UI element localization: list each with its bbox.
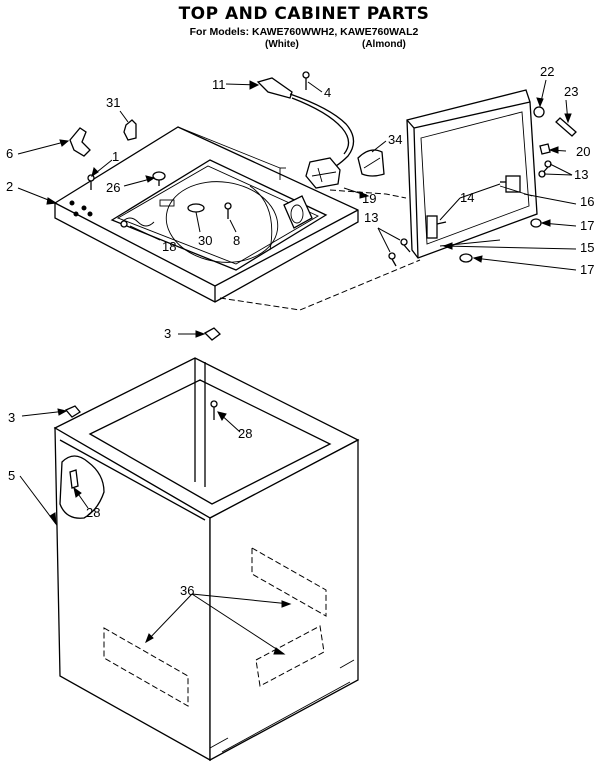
assembly-line	[219, 259, 421, 311]
clip-part-31	[123, 119, 137, 141]
variant-almond-label: (Almond)	[362, 39, 406, 50]
bumper-part-30	[187, 203, 205, 213]
callout-2: 2	[6, 179, 13, 194]
callout-11: 11	[212, 77, 226, 92]
callout-34: 34	[388, 132, 402, 147]
plug-part-26	[152, 171, 166, 186]
pin-part-23	[555, 117, 577, 137]
clip-part-3	[64, 327, 221, 418]
callout-1: 1	[112, 149, 119, 164]
callout-31: 31	[106, 95, 120, 110]
callout-3: 3	[164, 326, 171, 341]
washer-top-part	[54, 126, 359, 303]
callout-20: 20	[576, 144, 590, 159]
callout-28: 28	[86, 505, 100, 520]
callout-18: 18	[162, 239, 176, 254]
spring-part-18	[120, 217, 155, 228]
screw-part-8	[224, 202, 232, 219]
cabinet-part-5	[53, 357, 360, 762]
lid-switch-harness-part-11	[256, 77, 355, 189]
callout-23: 23	[564, 84, 578, 99]
callout-36: 36	[180, 583, 194, 598]
model-numbers: For Models: KAWE760WWH2, KAWE760WAL2	[189, 26, 419, 38]
nut-part-22	[533, 106, 545, 118]
switch-cover-part-34	[357, 149, 385, 177]
callout-19: 19	[362, 191, 376, 206]
callout-13: 13	[574, 167, 588, 182]
bracket-part-20	[539, 143, 551, 155]
screw-part-1	[87, 174, 95, 190]
hinge-clip-part-6	[69, 127, 91, 157]
callout-22: 22	[540, 64, 554, 79]
callout-28: 28	[238, 426, 252, 441]
diagram-title: TOP AND CABINET PARTS	[178, 4, 430, 24]
arrowheads	[46, 80, 572, 655]
callout-14: 14	[460, 190, 474, 205]
callout-4: 4	[324, 85, 331, 100]
screw-part-28	[210, 400, 218, 420]
hinge-part-14	[426, 175, 521, 239]
callout-3: 3	[8, 410, 15, 425]
callout-17: 17	[580, 262, 594, 277]
callout-26: 26	[106, 180, 120, 195]
callout-6: 6	[6, 146, 13, 161]
variant-white-label: (White)	[265, 39, 299, 50]
callout-17: 17	[580, 218, 594, 233]
cutaway-view	[59, 455, 105, 519]
screw-part-13	[388, 238, 411, 267]
screw-part-4	[302, 71, 310, 90]
callout-16: 16	[580, 194, 594, 209]
assembly-line	[329, 189, 407, 199]
callout-labels: 11 4 31 34 6 1 26 2 30 8 18 19 22 23 20 …	[6, 64, 594, 598]
lid-assembly-part-19	[406, 89, 538, 259]
callout-30: 30	[198, 233, 212, 248]
callout-5: 5	[8, 468, 15, 483]
callout-13: 13	[364, 210, 378, 225]
callout-15: 15	[580, 240, 594, 255]
callout-8: 8	[233, 233, 240, 248]
